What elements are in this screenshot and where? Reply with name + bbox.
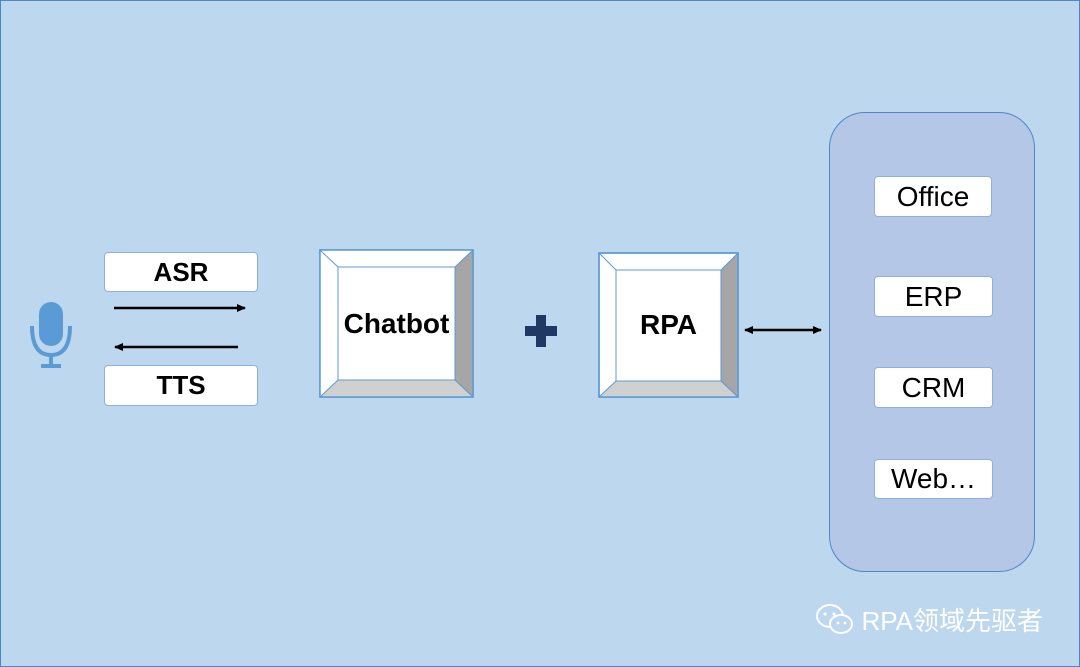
plus-icon: [525, 315, 557, 347]
system-item-office: Office: [874, 176, 992, 217]
system-item-crm: CRM: [874, 367, 993, 408]
chatbot-label: Chatbot: [343, 307, 450, 339]
system-item-label: Office: [896, 180, 970, 212]
system-item-erp: ERP: [874, 276, 993, 317]
system-item-label: ERP: [904, 280, 963, 312]
chatbot-bevel-box: [319, 249, 474, 398]
system-item-label: CRM: [901, 371, 966, 403]
microphone-icon: [30, 302, 72, 368]
asr-label-box: ASR: [104, 252, 258, 292]
tts-label-box: TTS: [104, 365, 258, 406]
rpa-label: RPA: [639, 309, 698, 340]
system-item-web: Web…: [874, 459, 993, 499]
asr-label: ASR: [153, 256, 209, 287]
tts-label: TTS: [156, 370, 206, 400]
system-item-label: Web…: [890, 463, 977, 494]
watermark-text: RPA领域先驱者: [861, 606, 1043, 636]
wechat-icon: [816, 603, 854, 634]
watermark: RPA领域先驱者: [815, 601, 1043, 638]
rpa-bevel-box: [598, 252, 739, 398]
